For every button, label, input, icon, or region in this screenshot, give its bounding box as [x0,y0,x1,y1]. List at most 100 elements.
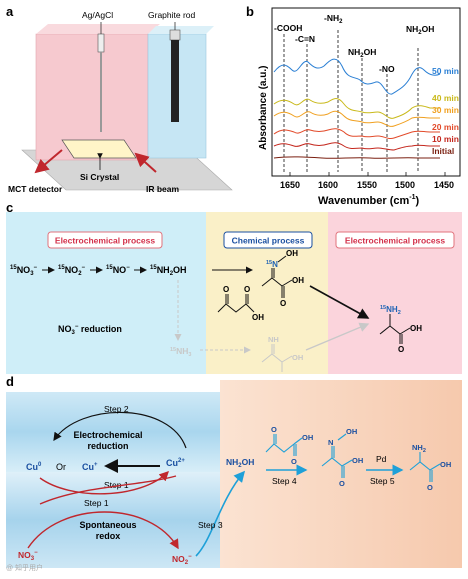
faded-imine-oh: OH [292,353,303,362]
legend-30-min: 30 min [432,105,459,115]
oxime-d [321,433,353,478]
spectrum-50-min [273,58,441,95]
no2-ion: NO2− [172,554,192,566]
beam-arrow [134,152,157,173]
x-axis-label: Wavenumber (cm-1) [318,194,420,207]
pyruvate-labels: O O OH [223,285,264,322]
legend-50-min: 50 min [432,66,459,76]
box-chemical-label: Chemical process [232,236,305,246]
cu0: Cu0 [26,462,42,472]
panel-d: d Step 2 Electrochemical reduction Cu0 O… [6,374,462,572]
peak-lines [283,30,419,172]
box-electro-1 [47,231,163,249]
x-tick-1500: 1500 [395,180,415,190]
graphite-rod [171,40,179,122]
pyruvate-d-o2: O [291,457,297,466]
svg-text:O: O [398,345,404,354]
spectrum-30-min [273,110,440,127]
cu1: Cu+ [82,462,98,472]
legend: 50 min 40 min 30 min 20 min 10 min Initi… [432,66,459,156]
electro-reduction-region [6,392,220,472]
arrow-to-amine [309,285,370,319]
ref-electrode-label: Ag/AgCl [82,10,113,20]
step2-label: Step 2 [104,404,129,414]
svg-text:15NH2: 15NH2 [380,305,401,316]
nitrate-chain: 15NO3− 15NO2− 15NO− 15NH2OH [10,265,187,277]
spectrum-20-min [273,128,440,140]
peak-labels: -COOH -C=N -NH2 NH2OH -NO NH2OH [274,13,434,74]
panel-a-letter: a [6,4,14,19]
svg-text:OH: OH [410,324,422,333]
alanine-d [409,452,441,482]
legend-initial: Initial [432,146,454,156]
n15-no3: 15NO3− [10,265,38,277]
faded-imine-nh: NH [268,335,279,344]
step1-lower-label: Step 1 [84,498,109,508]
peak-no: -NO [379,64,395,74]
box-electro-2-label: Electrochemical process [345,236,445,246]
svg-text:OH: OH [292,276,304,285]
pink-cell [35,33,149,161]
spontaneous-region [6,472,220,568]
n15-no2: 15NO2− [58,265,86,277]
ref-electrode-cap [97,33,105,53]
watermark: @ 知乎用户 [6,563,43,572]
step5-label: Step 5 [370,476,395,486]
spectrum-40-min [273,98,440,119]
svg-text:O: O [280,299,286,308]
x-tick-1650: 1650 [280,180,300,190]
detector-arrow [34,149,63,174]
svg-text:15N: 15N [266,260,278,269]
svg-text:O: O [244,285,250,294]
no3-ion: NO3− [18,550,38,562]
legend-40-min: 40 min [432,93,459,103]
panel-d-letter: d [6,374,14,389]
faded-imine [261,344,293,372]
chain-arrows [42,266,370,319]
spectra [273,58,441,159]
legend-10-min: 10 min [432,134,459,144]
ref-electrode-wire [100,52,102,132]
region-top-line2: reduction [87,441,128,451]
panel-c-letter: c [6,200,13,215]
pyruvate-d-o1: O [271,425,277,434]
si-crystal [61,139,137,159]
panel-a: a Ag/AgCl Graphite rod Si Crystal MCT de… [6,4,233,194]
pink-cell-top [36,24,160,34]
y-axis-label: Absorbance (a.u.) [258,66,269,150]
alanine-d-o: O [427,483,433,492]
x-ticks: 1650 1600 1550 1500 1450 [280,180,454,190]
step3-arrow [195,470,246,557]
beam-label: IR beam [146,184,180,194]
box-electro-2 [335,231,455,249]
region-bottom-line1: Spontaneous [79,520,136,530]
oxime-d-oh: OH [352,456,363,465]
oxime [261,255,293,298]
peak-nh2oh-b: NH2OH [406,24,434,36]
panel-c: c Electrochemical process Chemical proce… [6,200,462,374]
peak-cn: -C=N [295,34,315,44]
graphite-rod-label: Graphite rod [148,10,196,20]
peak-nh2: -NH2 [324,13,343,25]
spectrum-10-min [273,142,440,151]
box-chemical [223,231,313,249]
graphite-rod-cap [169,29,181,41]
x-tick-1600: 1600 [318,180,338,190]
redox-curve [27,511,179,550]
reduction-label: NO3− reduction [58,324,122,336]
alanine-d-nh2: NH2 [412,443,426,454]
pyruvate [217,294,255,313]
alanine-labels: 15NH2 O OH [380,305,422,354]
box-electro-1-label: Electrochemical process [55,236,155,246]
nh2oh: NH2OH [226,457,254,469]
region-top-line1: Electrochemical [73,430,142,440]
detector-label: MCT detector [8,184,63,194]
pd-label: Pd [376,454,387,464]
oxime-d-noh: OH [346,427,357,436]
n15-no: 15NO− [106,265,130,275]
x-tick-1550: 1550 [357,180,377,190]
step2-arc [53,411,187,449]
alanine-d-oh: OH [440,460,451,469]
step3-label: Step 3 [198,520,223,530]
